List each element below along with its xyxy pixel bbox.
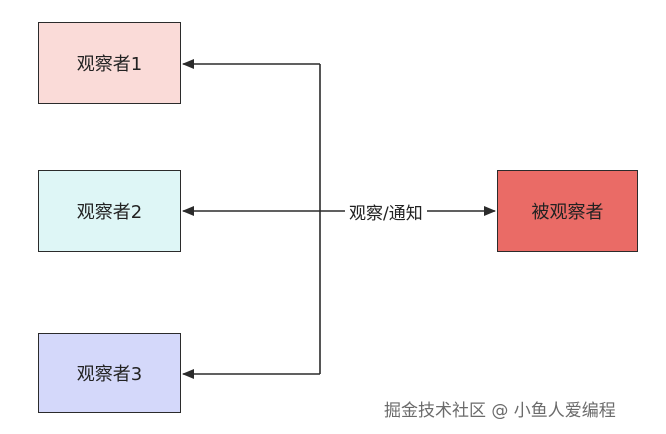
observer-3-label: 观察者3 bbox=[76, 364, 143, 385]
observer-3-box[interactable]: 观察者3 bbox=[38, 333, 181, 413]
subject-box[interactable]: 被观察者 bbox=[497, 170, 638, 252]
observer-1-box[interactable]: 观察者1 bbox=[38, 22, 181, 104]
subject-label: 被观察者 bbox=[531, 202, 604, 223]
edge-label-observe-notify: 观察/通知 bbox=[345, 199, 427, 224]
watermark-text: 掘金技术社区 @ 小鱼人爱编程 bbox=[384, 401, 616, 421]
observer-1-label: 观察者1 bbox=[76, 54, 143, 75]
observer-2-box[interactable]: 观察者2 bbox=[38, 170, 181, 252]
observer-2-label: 观察者2 bbox=[76, 202, 143, 223]
